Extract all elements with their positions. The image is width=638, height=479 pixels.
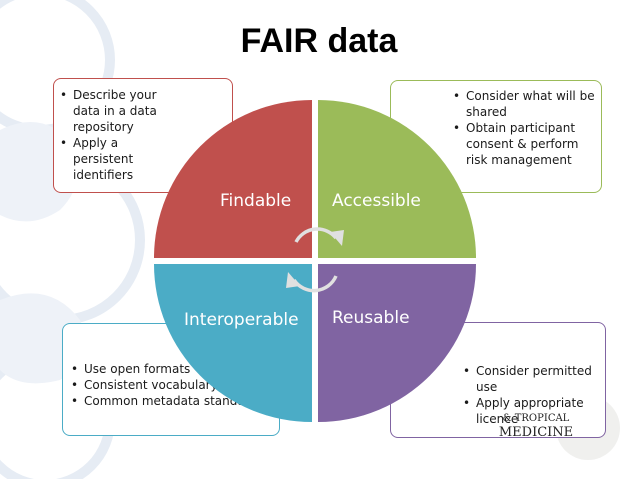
list-item: Consistent vocabulary [71, 377, 279, 393]
list-item: Consider permitted use [463, 363, 601, 395]
list-item: Use open formats [71, 361, 279, 377]
logo-line-2: MEDICINE [498, 425, 574, 440]
list-item: Common metadata standards [71, 393, 279, 409]
quadrant-reusable [318, 264, 476, 422]
list-item: Consider what will be shared [453, 88, 601, 120]
list-item: Obtain participant consent & perform ris… [453, 120, 601, 168]
cycle-arrows-icon [286, 227, 344, 293]
logo-line-1: & TROPICAL [502, 413, 570, 424]
findable-label: Findable [220, 191, 292, 211]
interoperable-label: Interoperable [184, 310, 299, 330]
page-title: FAIR data [240, 22, 398, 60]
quadrant-accessible [318, 100, 476, 258]
reusable-label: Reusable [332, 308, 410, 328]
list-item: Apply a persistent identifiers [60, 135, 172, 183]
quadrant-findable [154, 100, 312, 258]
accessible-label: Accessible [332, 191, 421, 211]
school-logo: & TROPICAL MEDICINE [476, 413, 596, 440]
list-item: Describe your data in a data repository [60, 87, 172, 135]
quadrant-interoperable [154, 264, 312, 422]
list-item: Apply appropriate licence [463, 395, 601, 427]
